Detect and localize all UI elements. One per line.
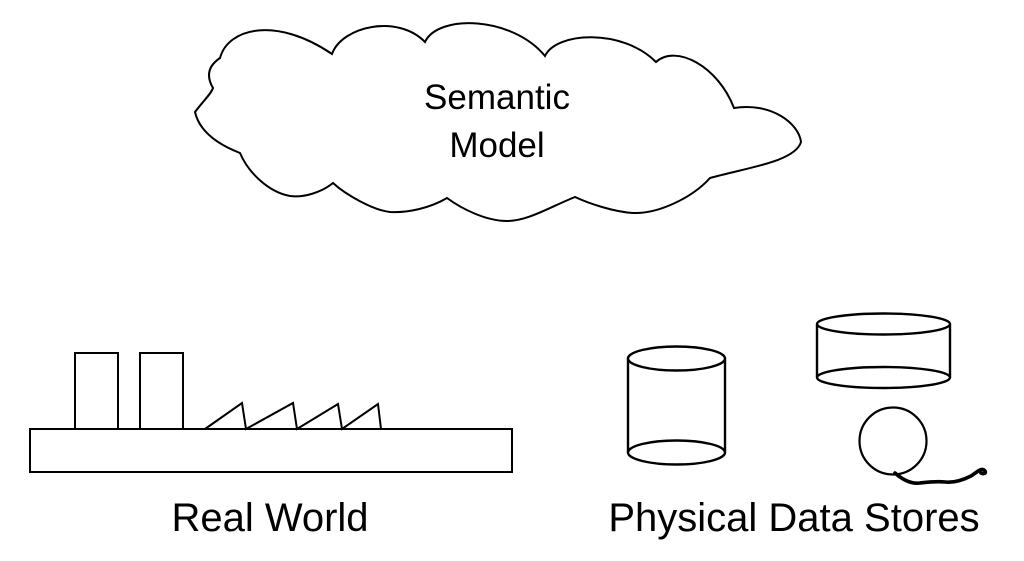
balloon-circle <box>858 406 928 476</box>
cylinder-wide-bottom-ellipse <box>815 365 952 390</box>
cloud-shape <box>193 22 803 223</box>
database-cylinder-tall-icon <box>626 345 727 466</box>
cylinder-tall-top-ellipse <box>626 345 727 372</box>
real-world-label: Real World <box>171 496 369 540</box>
factory-icon <box>29 352 513 473</box>
balloon-string <box>893 467 988 485</box>
balloon-icon <box>858 406 988 485</box>
factory-chimney-left <box>74 352 119 430</box>
cylinder-wide-top-ellipse <box>815 312 952 336</box>
cylinder-tall-bottom-ellipse <box>626 439 727 466</box>
factory-sawtooth-roof <box>204 401 382 431</box>
semantic-model-label-line2: Model <box>449 126 545 165</box>
ink-group <box>29 22 988 485</box>
factory-chimney-right <box>139 352 184 430</box>
database-cylinder-wide-icon <box>815 312 952 390</box>
factory-base <box>29 428 513 473</box>
physical-data-stores-label: Physical Data Stores <box>608 496 980 540</box>
semantic-model-label: Semantic Model <box>424 74 570 170</box>
semantic-model-label-line1: Semantic <box>424 78 570 117</box>
